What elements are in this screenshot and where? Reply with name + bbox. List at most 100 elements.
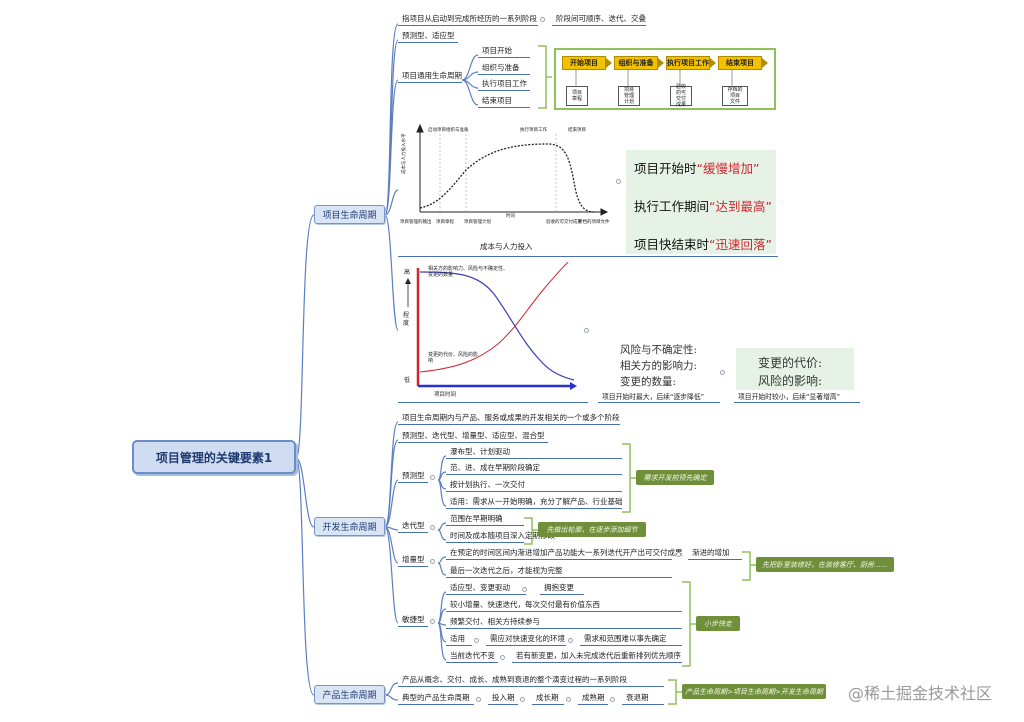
- collapse-dot[interactable]: [500, 655, 505, 660]
- incremental-sub: 渐进的增加: [692, 548, 730, 557]
- collapse-dot[interactable]: [520, 697, 525, 702]
- flow-step-start: 开始项目: [562, 56, 606, 70]
- flow-step-close: 结束项目: [718, 56, 762, 70]
- agile-sub1: 拥抱变更: [544, 583, 574, 592]
- predictive-item-3: 按计划执行、一次交付: [450, 480, 525, 489]
- predictive-label: 预测型: [402, 471, 425, 480]
- cost-curve: [419, 143, 595, 213]
- risk-left-line-1: 风险与不确定性:: [620, 344, 698, 356]
- cost-caption: 成本与人力投入: [480, 242, 533, 251]
- risk-left-caption: 项目开始时最大，后续“逐步降低”: [602, 393, 705, 401]
- predictive-note: 需求开发前预先确定: [636, 470, 714, 485]
- flow-doc-deliverable: 验收 的可 交付 成果: [670, 84, 692, 108]
- cost-note-1: 项目开始时“缓慢增加”: [634, 161, 760, 176]
- risk-curve-svg: [405, 259, 577, 390]
- product-def: 产品从概念、交付、成长、成熟到衰退的整个演变过程的一系列阶段: [402, 675, 627, 684]
- agile-item-3: 频繁交付、相关方持续参与: [450, 617, 540, 626]
- cost-bottom-5: 存档的项目文件: [578, 220, 610, 225]
- cost-effort-chart: 启动项目 组织与准备 执行项目工作 结束项目 成本与人力投入水平 时间 项目管理…: [398, 122, 610, 256]
- risk-curve-blue: [419, 271, 575, 381]
- cost-phase-label-2: 组织与准备: [446, 128, 469, 133]
- product-stage-3: 成熟期: [582, 693, 605, 702]
- product-stage-2: 成长期: [536, 693, 559, 702]
- dev-types: 预测型、迭代型、增量型、适应型、混合型: [402, 431, 545, 440]
- collapse-dot[interactable]: [430, 559, 435, 564]
- root-node[interactable]: 项目管理的关键要素1: [132, 440, 296, 474]
- iterative-item-2: 时间及成本随项目深入定期修改: [450, 531, 555, 540]
- project-def-note: 阶段间可顺序、迭代、交叠: [556, 14, 646, 23]
- risk-curve-red: [419, 259, 571, 373]
- predictive-item-2: 范、进、成在早期阶段确定: [450, 463, 540, 472]
- phase-prepare: 组织与准备: [482, 63, 520, 72]
- flow-arrows: [575, 58, 768, 86]
- dev-def: 项目生命周期内与产品、服务或成果的开发相关的一个或多个阶段: [402, 413, 620, 422]
- collapse-dot[interactable]: [430, 619, 435, 624]
- incremental-item-2: 最后一次迭代之后，才能视为完整: [450, 566, 563, 575]
- risk-y-low: 低: [404, 377, 411, 384]
- dev-lifecycle-node[interactable]: 开发生命周期: [314, 517, 385, 536]
- product-typical: 典型的产品生命周期: [402, 693, 470, 702]
- generic-lifecycle-diagram: 开始项目 组织与准备 执行项目工作 结束项目 项目 章程 项目 管理 计划 验收…: [554, 48, 776, 110]
- product-stage-1: 投入期: [492, 693, 515, 702]
- generic-lifecycle: 项目通用生命周期: [402, 71, 462, 80]
- collapse-dot[interactable]: [720, 370, 725, 375]
- product-lifecycle-node[interactable]: 产品生命周期: [314, 685, 385, 704]
- agile-iter-sub: 若有新变更，加入未完成迭代后重新排列优先顺序: [516, 651, 681, 660]
- risk-right-line-2: 风险的影响:: [758, 374, 823, 388]
- incremental-item-1: 在预定的时间区间内渐进增加产品功能大一系列迭代开产出可交付成果: [450, 548, 683, 557]
- collapse-dot[interactable]: [522, 587, 527, 592]
- collapse-dot[interactable]: [430, 475, 435, 480]
- risk-y-label: 程度: [403, 312, 410, 327]
- flow-doc-charter: 项目 章程: [566, 86, 588, 106]
- collapse-dot[interactable]: [476, 697, 481, 702]
- watermark: @稀土掘金技术社区: [848, 684, 993, 703]
- project-lifecycle-node[interactable]: 项目生命周期: [314, 205, 385, 224]
- collapse-dot[interactable]: [616, 179, 621, 184]
- iterative-item-1: 范围在早期明确: [450, 514, 503, 523]
- phase-execute: 执行项目工作: [482, 79, 527, 88]
- cost-bottom-2: 项目章程: [436, 220, 454, 225]
- collapse-dot[interactable]: [676, 552, 681, 557]
- cost-notes-image: 项目开始时“缓慢增加” 执行工作期间“达到最高” 项目快结束时“迅速回落”: [626, 150, 776, 254]
- product-stage-4: 衰退期: [626, 693, 649, 702]
- flow-doc-archive: 存档的 项目 文件: [722, 86, 748, 106]
- predictive-item-4: 适用：需求从一开始明确，充分了解产品、行业基础: [450, 497, 623, 506]
- predictive-item-1: 瀑布型、计划驱动: [450, 447, 510, 456]
- cost-xlabel: 时间: [506, 214, 515, 219]
- cost-phase-label-3: 执行项目工作: [520, 128, 547, 133]
- flow-step-execute: 执行项目工作: [666, 56, 710, 70]
- cost-bottom-4: 验收的可交付成果: [546, 220, 582, 225]
- agile-item-5: 当前迭代不变: [450, 651, 495, 660]
- collapse-dot[interactable]: [566, 697, 571, 702]
- agile-note: 小步快走: [696, 616, 740, 631]
- agile-use-2: 需求和范围难以事先确定: [584, 634, 667, 643]
- risk-right-caption: 项目开始时较小，后续“显著增高”: [738, 393, 841, 401]
- risk-x-label: 项目时间: [434, 392, 457, 398]
- risk-notes-left: 风险与不确定性: 相关方的影响力: 变更的数量:: [596, 338, 710, 388]
- product-note: 产品生命周期>项目生命周期>开发生命周期: [682, 684, 826, 699]
- collapse-dot[interactable]: [540, 17, 545, 22]
- risk-y-high: 高: [404, 269, 411, 276]
- risk-blue-label: 相关方的影响力、风险与不确定性、变更的数量: [428, 266, 509, 278]
- phase-close: 结束项目: [482, 96, 512, 105]
- risk-left-line-3: 变更的数量:: [620, 376, 677, 388]
- collapse-dot[interactable]: [610, 697, 615, 702]
- iterative-note: 先做出轮廓，在逐步添加细节: [538, 522, 646, 537]
- cost-curve-svg: [416, 123, 609, 216]
- collapse-dot[interactable]: [568, 638, 573, 643]
- cost-ylabel: 成本与人力投入水平: [402, 133, 407, 175]
- risk-red-label: 变更的代价、风险的影响: [428, 352, 479, 364]
- collapse-dot[interactable]: [430, 525, 435, 530]
- cost-phase-label-4: 结束项目: [568, 128, 586, 133]
- flow-step-prepare: 组织与准备: [614, 56, 658, 70]
- flow-doc-plan: 项目 管理 计划: [618, 86, 640, 106]
- cost-note-2: 执行工作期间“达到最高”: [634, 199, 772, 214]
- agile-item-2: 较小增量、快速迭代，每次交付最有价值东西: [450, 600, 600, 609]
- cost-bottom-3: 项目管理计划: [464, 220, 491, 225]
- collapse-dot[interactable]: [474, 638, 479, 643]
- collapse-dot[interactable]: [584, 328, 589, 333]
- cost-bottom-1: 项目管理的输出: [400, 220, 432, 225]
- risk-notes-right: 变更的代价: 风险的影响:: [736, 348, 854, 390]
- cost-phase-label-1: 启动项目: [428, 128, 446, 133]
